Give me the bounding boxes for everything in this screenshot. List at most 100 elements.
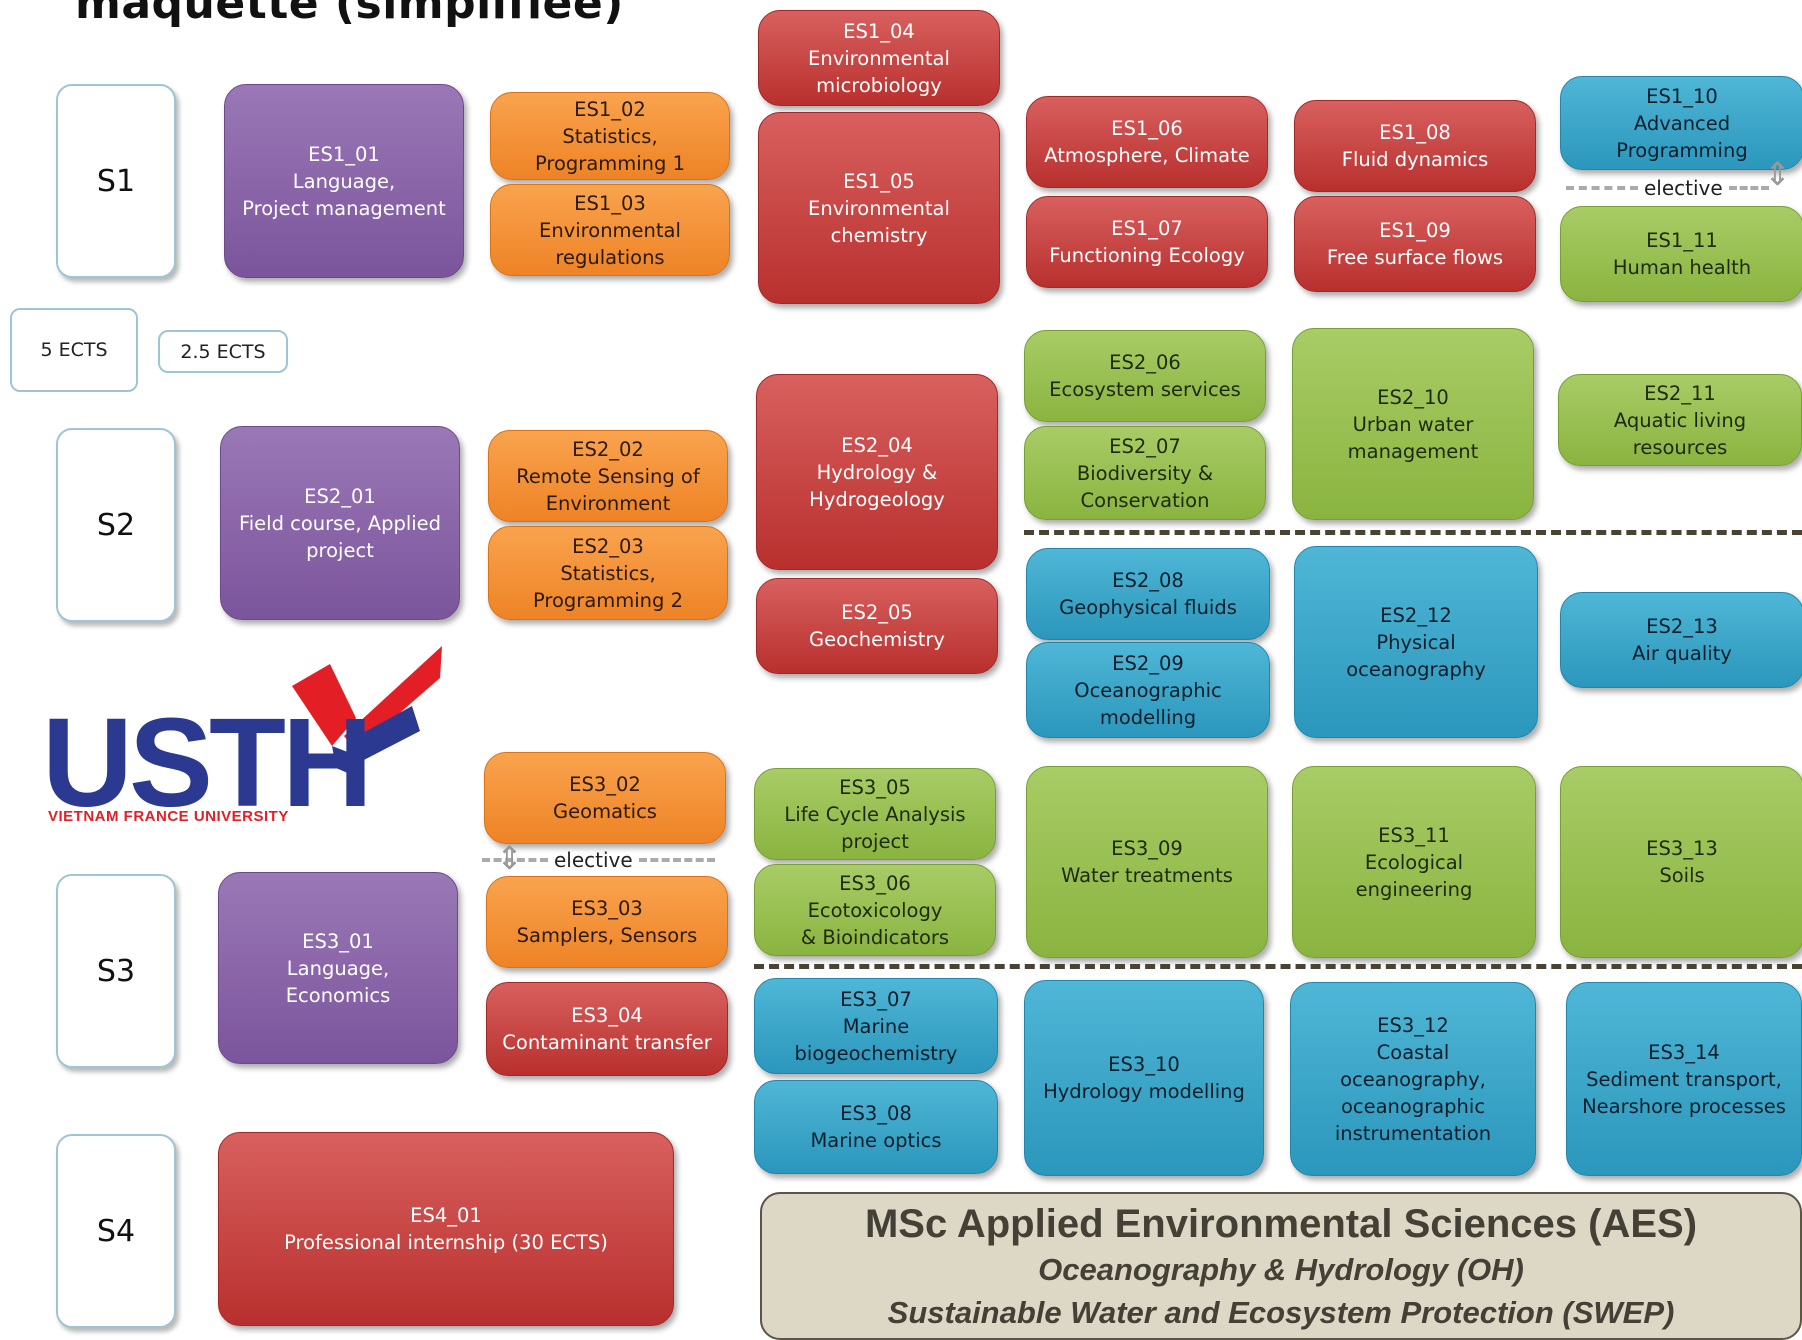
course-name: Atmosphere, Climate xyxy=(1044,144,1250,167)
logo-mark-icon xyxy=(292,646,442,774)
course-code: ES3_02 xyxy=(569,773,641,796)
course-name: Functioning Ecology xyxy=(1049,244,1245,267)
course-code: ES2_01 xyxy=(304,484,376,508)
course-code: ES2_10 xyxy=(1377,385,1449,409)
logo-text: USTH xyxy=(42,692,373,833)
course-name: Fluid dynamics xyxy=(1341,148,1489,171)
course-code: ES1_04 xyxy=(843,19,915,43)
elective-note-s1: elective xyxy=(1566,176,1769,200)
course-name: Statistics,Programming 1 xyxy=(534,124,686,175)
course-name: Geochemistry xyxy=(809,628,945,651)
course-code: ES2_08 xyxy=(1112,569,1184,592)
course-name: Geophysical fluids xyxy=(1059,596,1237,619)
course-name: Hydrology &Hydrogeology xyxy=(809,460,945,511)
swap-arrow-icon: ⇕ xyxy=(496,839,523,877)
course-name: Statistics,Programming 2 xyxy=(532,561,684,612)
course-code: ES1_08 xyxy=(1379,121,1451,144)
legend-5-ects: 5 ECTS xyxy=(10,308,138,392)
course-code: ES2_06 xyxy=(1109,351,1181,374)
course-code: ES1_11 xyxy=(1646,229,1718,252)
semester-s4: S4 xyxy=(56,1134,176,1328)
course-name: Ecosystem services xyxy=(1049,378,1241,401)
semester-s2: S2 xyxy=(56,428,176,622)
course-name: Water treatments xyxy=(1061,864,1233,887)
course-code: ES2_02 xyxy=(572,437,644,461)
course-name: Biodiversity &Conservation xyxy=(1076,461,1214,512)
course-code: ES3_11 xyxy=(1378,823,1450,847)
semester-s1: S1 xyxy=(56,84,176,278)
course-code: ES3_05 xyxy=(839,775,911,799)
logo-subtitle: VIETNAM FRANCE UNIVERSITY xyxy=(48,808,289,825)
program-heading: MSc Applied Environmental Sciences (AES) xyxy=(864,1202,1698,1246)
usth-logo: USTH VIETNAM FRANCE UNIVERSITY xyxy=(42,640,442,833)
course-code: ES3_13 xyxy=(1646,837,1718,860)
course-name: Hydrology modelling xyxy=(1043,1080,1245,1103)
course-code: ES1_02 xyxy=(574,97,646,121)
track-oh: Oceanography & Hydrology (OH) xyxy=(1038,1252,1524,1287)
course-name: Samplers, Sensors xyxy=(516,924,698,947)
semester-s3: S3 xyxy=(56,874,176,1068)
elective-note-s3: elective xyxy=(482,848,715,872)
course-name: Soils xyxy=(1659,864,1705,887)
course-code: ES3_14 xyxy=(1648,1040,1720,1064)
swap-arrow-icon: ⇕ xyxy=(1764,155,1791,193)
course-name: Professional internship (30 ECTS) xyxy=(284,1231,608,1254)
track-swep: Sustainable Water and Ecosystem Protecti… xyxy=(887,1295,1675,1330)
course-code: ES3_09 xyxy=(1111,837,1183,860)
course-name: Free surface flows xyxy=(1326,246,1504,269)
legend-2-5-ects: 2.5 ECTS xyxy=(158,330,288,373)
course-name: Contaminant transfer xyxy=(502,1031,712,1054)
course-code: ES3_10 xyxy=(1108,1053,1180,1076)
course-code: ES3_12 xyxy=(1377,1013,1449,1037)
course-code: ES2_07 xyxy=(1109,434,1181,458)
